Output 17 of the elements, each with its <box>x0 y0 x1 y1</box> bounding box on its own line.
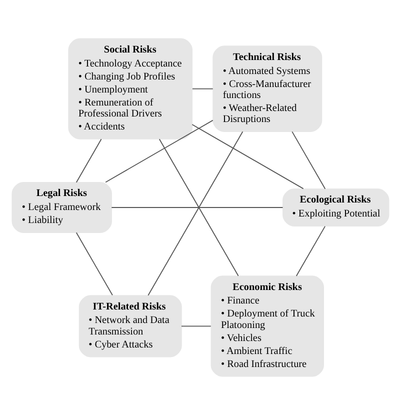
connector <box>76 232 113 296</box>
connector <box>105 120 214 183</box>
connector <box>296 226 326 276</box>
node-box: IT-Related Risks • Network and Data Transmission • Cyber Attacks <box>78 295 182 358</box>
connector <box>192 124 304 190</box>
node-box: Technical Risks • Automated Systems • Cross-Manufacturer functions • Weather-Related Disruptions <box>212 46 322 132</box>
node-box: Ecological Risks • Exploiting Potential <box>282 188 390 227</box>
connector <box>158 138 239 276</box>
connector <box>292 131 326 190</box>
node-box: Social Risks • Technology Acceptance • Changing Job Profiles • Unemployment • Remuneration of Professional Drivers • Accidents <box>68 38 193 140</box>
connector <box>111 207 284 208</box>
connector <box>148 131 244 296</box>
node-box: Economic Risks • Finance • Deployment of Truck Platooning • Vehicles • Ambient Traffic • Road Infrastructure <box>210 276 324 377</box>
connector <box>192 88 214 90</box>
connector <box>181 326 212 327</box>
connector <box>76 138 102 183</box>
node-box: Legal Risks • Legal Framework • Liability <box>12 182 112 234</box>
